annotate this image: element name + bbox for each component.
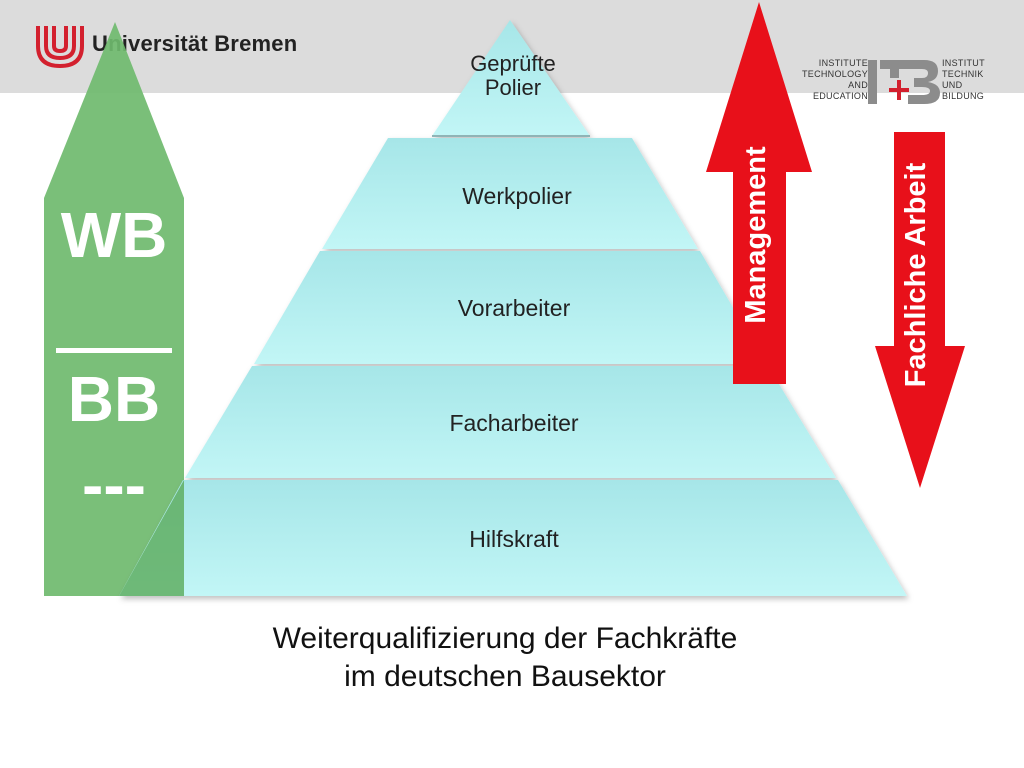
management-label: Management xyxy=(740,146,772,324)
itb-english-text: INSTITUTE TECHNOLOGY AND EDUCATION xyxy=(790,58,868,102)
itb-left-line: EDUCATION xyxy=(812,91,868,101)
pyramid-level-hilfskraft xyxy=(119,480,907,596)
pyramid-level-facharbeiter xyxy=(185,366,836,478)
spire-separator-line xyxy=(56,348,172,353)
itb-mark-icon xyxy=(868,60,940,104)
itb-german-text: INSTITUT TECHNIK UND BILDUNG xyxy=(942,58,1022,102)
itb-left-line: INSTITUTE xyxy=(818,58,868,68)
pyramid-level-polier xyxy=(432,20,590,136)
fachliche-arbeit-label: Fachliche Arbeit xyxy=(900,162,932,388)
pyramid-level-vorarbeiter xyxy=(254,251,766,364)
fachliche-arbeit-arrow xyxy=(875,132,965,488)
itb-right-line: UND xyxy=(942,80,963,90)
caption-line-2: im deutschen Bausektor xyxy=(344,660,666,693)
level-label-werkpolier: Werkpolier xyxy=(462,183,572,209)
slide-caption: Weiterqualifizierung der Fachkräfte im d… xyxy=(180,620,830,696)
itb-right-line: INSTITUT xyxy=(942,58,985,68)
management-arrow xyxy=(706,2,812,384)
itb-logo: INSTITUTE TECHNOLOGY AND EDUCATION INSTI… xyxy=(780,50,1024,120)
qualification-spire xyxy=(44,22,184,596)
spire-label-lower: BB xyxy=(67,363,161,435)
caption-line-1: Weiterqualifizierung der Fachkräfte xyxy=(272,622,738,655)
itb-right-line: BILDUNG xyxy=(942,91,985,101)
level-label-vorarbeiter: Vorarbeiter xyxy=(457,295,571,321)
level-label-facharbeiter: Facharbeiter xyxy=(449,410,579,436)
level-label-hilfskraft: Hilfskraft xyxy=(469,526,559,552)
spire-label-dashes: --- xyxy=(82,449,146,521)
university-emblem-icon xyxy=(36,26,84,69)
itb-left-line: AND xyxy=(848,80,868,90)
itb-left-line: TECHNOLOGY xyxy=(801,69,868,79)
itb-right-line: TECHNIK xyxy=(942,69,984,79)
spire-label-upper: WB xyxy=(60,199,168,271)
spire-overlap xyxy=(119,480,184,596)
pyramid-level-werkpolier xyxy=(322,138,698,249)
